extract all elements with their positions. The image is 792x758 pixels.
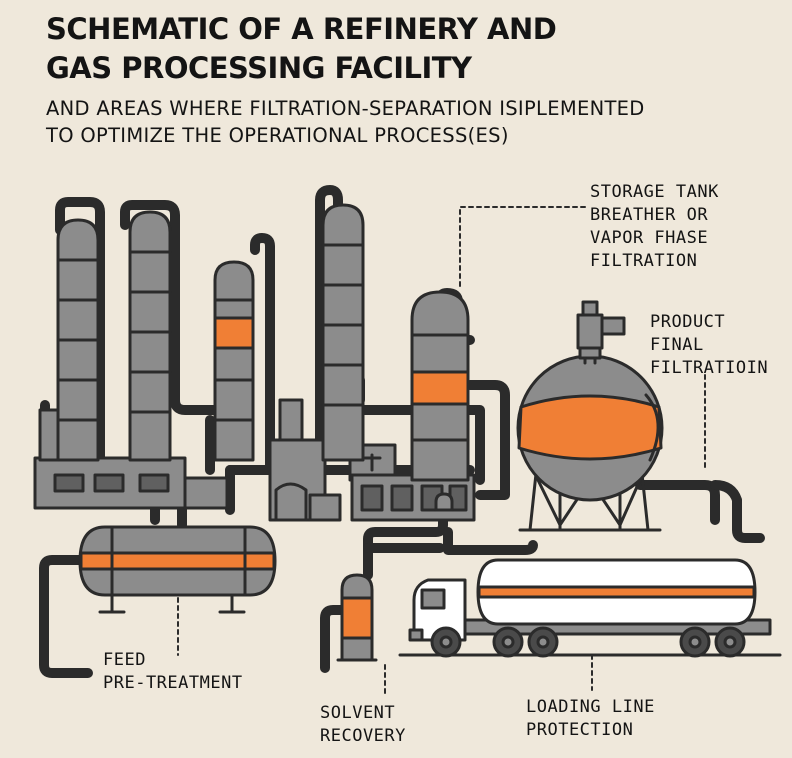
diagram-title: SCHEMATIC OF A REFINERY AND GAS PROCESSI…	[46, 10, 557, 88]
title-line-2: GAS PROCESSING FACILITY	[46, 51, 472, 85]
spherical-storage-tank	[516, 300, 664, 532]
distillation-column-3	[213, 260, 255, 462]
callout-leaders	[177, 206, 706, 696]
distillation-column-5	[410, 290, 470, 482]
plant-building-right	[350, 473, 476, 522]
title-line-1: SCHEMATIC OF A REFINERY AND	[46, 12, 557, 46]
label-feed-pretreatment: FEED PRE-TREATMENT	[103, 650, 243, 693]
label-solvent-recovery: SOLVENT RECOVERY	[320, 703, 406, 746]
subtitle-line-1: AND AREAS WHERE FILTRATION-SEPARATION IS…	[46, 97, 645, 120]
label-loading-line-protection: LOADING LINE PROTECTION	[526, 697, 655, 740]
feed-vessel	[78, 525, 277, 614]
diagram-subtitle: AND AREAS WHERE FILTRATION-SEPARATION IS…	[46, 95, 645, 149]
solvent-recovery-vessel	[336, 573, 378, 662]
subtitle-line-2: TO OPTIMIZE THE OPERATIONAL PROCESS(ES)	[46, 124, 509, 147]
distillation-column-4	[321, 203, 365, 462]
label-storage-tank-breather: STORAGE TANK BREATHER OR VAPOR FHASE FIL…	[590, 182, 719, 271]
distillation-column-2	[128, 210, 172, 462]
piping-network	[39, 185, 765, 678]
label-product-final-filtration: PRODUCT FINAL FILTRATIOIN	[650, 312, 769, 378]
plant-building-left	[33, 456, 229, 510]
distillation-column-1	[38, 218, 100, 462]
tanker-truck	[398, 558, 782, 658]
